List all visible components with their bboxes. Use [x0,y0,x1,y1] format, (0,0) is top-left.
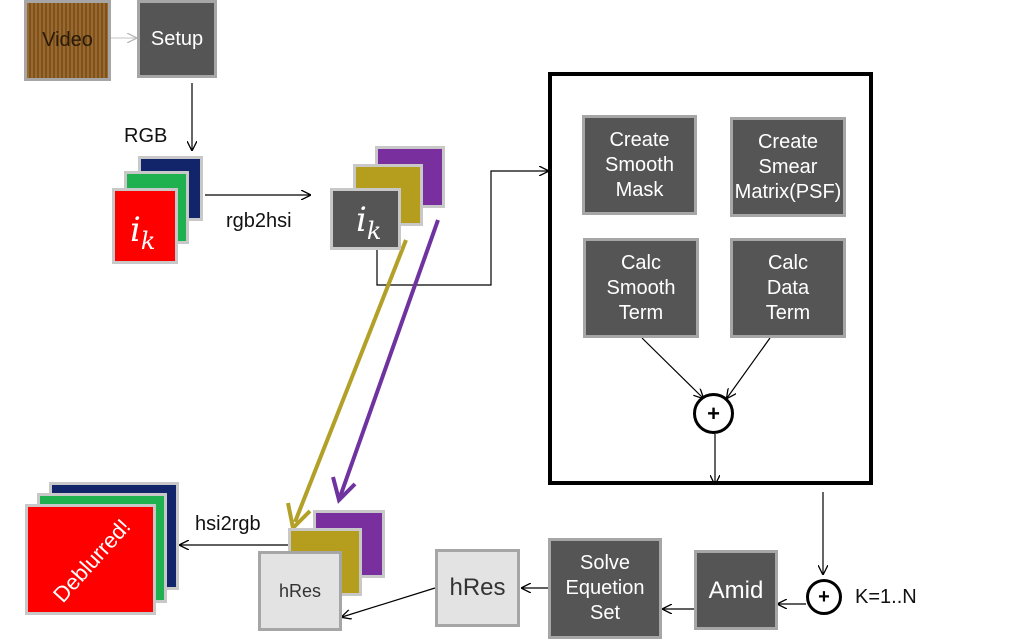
iteration-plus-circle: + [806,579,842,615]
sum-plus-circle: + [693,393,734,434]
amid-label: Amid [708,576,764,604]
iteration-label: K=1..N [855,586,917,608]
create-smooth-mask-node[interactable]: Create Smooth Mask [582,115,697,215]
create-smear-matrix-label: Create Smear Matrix(PSF) [734,130,842,203]
solve-equation-set-label: Solve Equetion Set [565,552,645,624]
setup-label: Setup [150,27,204,50]
setup-node[interactable]: Setup [137,0,217,78]
calc-smooth-term-label: Calc Smooth Term [606,251,676,324]
video-node[interactable]: Video [24,0,111,81]
create-smear-matrix-node[interactable]: Create Smear Matrix(PSF) [730,117,846,217]
hsi2rgb-label: hsi2rgb [195,513,261,535]
hsi-gray-square [330,188,401,250]
calc-smooth-term-node[interactable]: Calc Smooth Term [583,238,699,338]
calc-data-term-node[interactable]: Calc Data Term [730,238,846,338]
solve-equation-set-node[interactable]: Solve Equetion Set [548,538,662,639]
rgb2hsi-label: rgb2hsi [226,210,292,232]
hres-large-label: hRes [449,574,506,601]
ik-symbol-hsi: ik [356,200,382,245]
deblurred-red-square [25,504,156,615]
smooth-term-to-plus-arrow [641,337,703,398]
ik-symbol-rgb: ik [130,210,156,255]
create-smooth-mask-label: Create Smooth Mask [605,128,674,201]
hres-to-hres-arrow [342,587,436,617]
data-term-to-plus-arrow [727,337,771,398]
hres-small-node[interactable]: hRes [258,551,342,631]
amid-node[interactable]: Amid [694,550,778,630]
video-label: Video [42,29,93,51]
hres-small-label: hRes [278,580,322,601]
rgb-label: RGB [124,125,168,147]
processing-box [548,72,873,485]
hsi-to-box-connector [376,171,548,286]
purple-channel-arrow [338,219,440,498]
hres-large-node[interactable]: hRes [435,549,520,627]
olive-channel-arrow [293,239,408,523]
rgb-red-square [112,188,178,264]
calc-data-term-label: Calc Data Term [765,251,811,324]
